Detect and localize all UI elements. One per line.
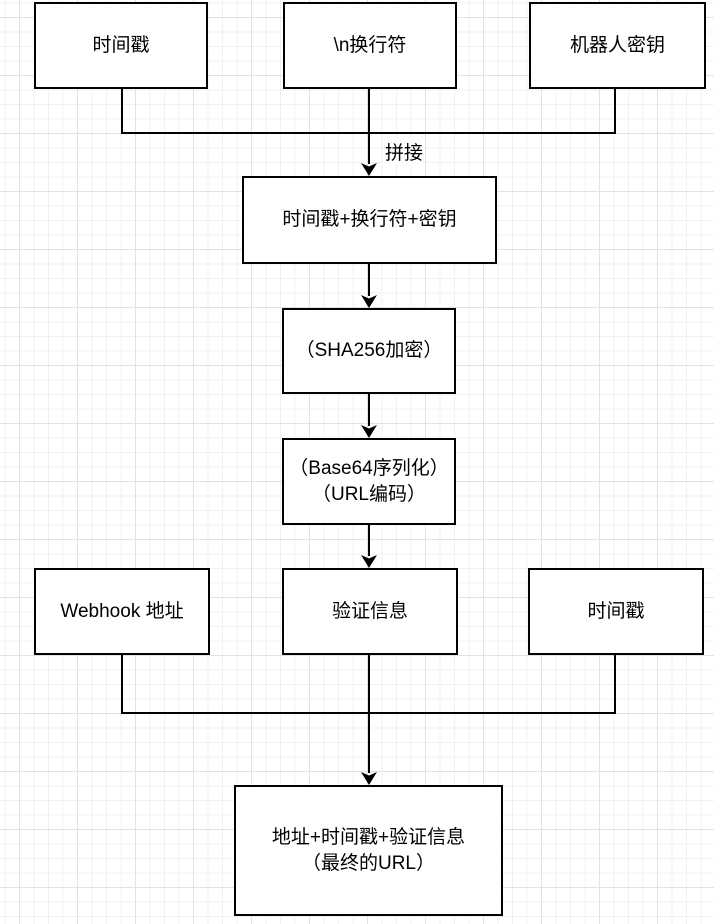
connector-verify-to-final [368, 655, 370, 773]
connector-timestamp2-down [614, 655, 616, 713]
connector-webhook-down [121, 655, 123, 713]
node-timestamp-2[interactable]: 时间戳 [528, 568, 704, 655]
node-concat-result[interactable]: 时间戳+换行符+密钥 [242, 176, 497, 264]
node-webhook-address[interactable]: Webhook 地址 [34, 568, 210, 655]
node-robot-key[interactable]: 机器人密钥 [529, 2, 706, 89]
connector-sha256-to-base64 [368, 394, 370, 426]
node-sha256[interactable]: （SHA256加密） [282, 308, 456, 394]
arrowhead-to-sha256 [361, 295, 377, 308]
connector-timestamp1-down [121, 89, 123, 133]
connector-robotkey-down [614, 89, 616, 133]
arrowhead-to-base64 [361, 425, 377, 438]
connector-newline-to-concat [368, 88, 370, 164]
connector-base64-to-verify [368, 525, 370, 556]
edge-label-concat: 拼接 [383, 138, 426, 165]
connector-concat-to-sha256 [368, 264, 370, 296]
node-verify-info[interactable]: 验证信息 [282, 568, 458, 655]
arrowhead-to-final [361, 772, 377, 785]
node-newline-char[interactable]: \n换行符 [283, 2, 457, 89]
node-base64-urlencode[interactable]: （Base64序列化） （URL编码） [282, 438, 456, 525]
node-timestamp-1[interactable]: 时间戳 [34, 2, 208, 89]
node-final-url[interactable]: 地址+时间戳+验证信息 （最终的URL） [234, 785, 503, 916]
arrowhead-to-verify [361, 555, 377, 568]
arrowhead-to-concat [361, 163, 377, 176]
